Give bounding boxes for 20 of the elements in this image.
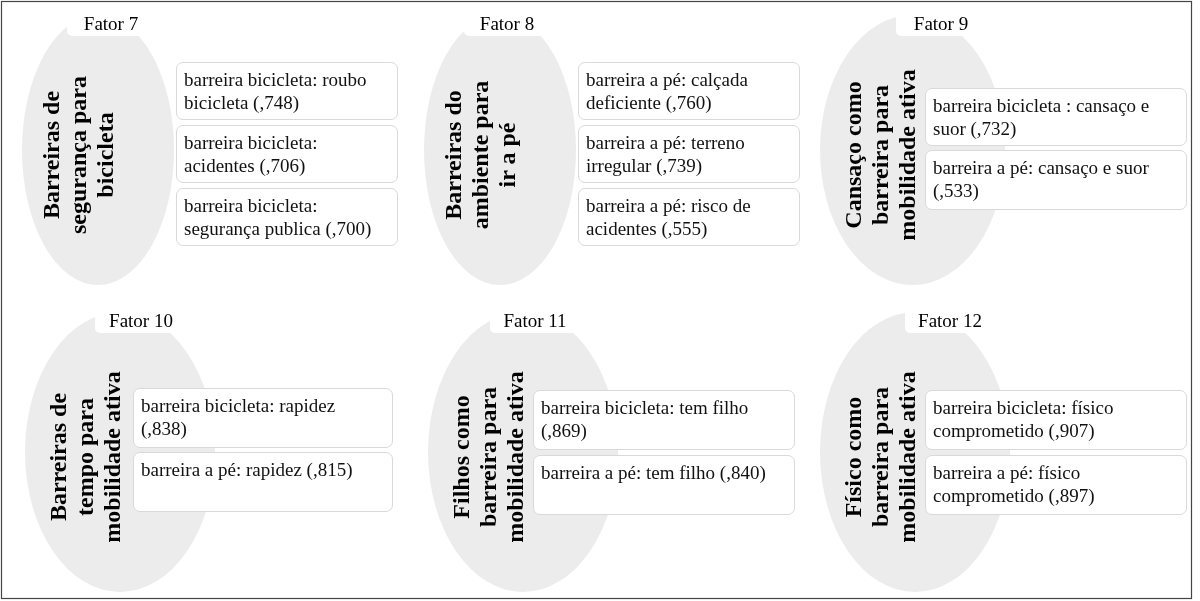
factor-title: Cansaço como barreira para mobilidade ativa (838, 68, 921, 243)
variable-box: barreira a pé: calçada deficiente (,760) (578, 62, 800, 120)
factor-title: Barreiras do ambiente para ir a pé (438, 79, 521, 232)
variable-box: barreira a pé: físico comprometido (,897) (925, 455, 1187, 515)
variable-box: barreira bicicleta: acidentes (,706) (176, 125, 398, 183)
variable-box: barreira a pé: tem filho (,840) (533, 455, 795, 515)
factor-title: Barreiras de segurança para bicicleta (36, 75, 119, 236)
variable-box: barreira bicicleta: físico comprometido (,907) (925, 390, 1187, 450)
variable-box: barreira a pé: risco de acidentes (,555) (578, 188, 800, 246)
variable-box: barreira bicicleta: tem filho (,869) (533, 390, 795, 450)
variable-box: barreira bicicleta: rapidez (,838) (133, 388, 393, 448)
variable-box: barreira bicicleta: roubo bicicleta (,748) (176, 62, 398, 120)
factor-title: Filhos como barreira para mobilidade ativa (446, 370, 529, 545)
variable-box: barreira bicicleta : cansaço e suor (,732) (925, 88, 1187, 146)
factor-title: Barreiras de tempo para mobilidade ativa (43, 370, 126, 545)
variable-box: barreira a pé: rapidez (,815) (133, 452, 393, 512)
variable-box: barreira a pé: cansaço e suor (,533) (925, 150, 1187, 210)
variable-box: barreira bicicleta: segurança publica (,700) (176, 188, 398, 246)
variable-box: barreira a pé: terreno irregular (,739) (578, 125, 800, 183)
factor-title: Físico como barreira para mobilidade ativa (838, 370, 921, 545)
